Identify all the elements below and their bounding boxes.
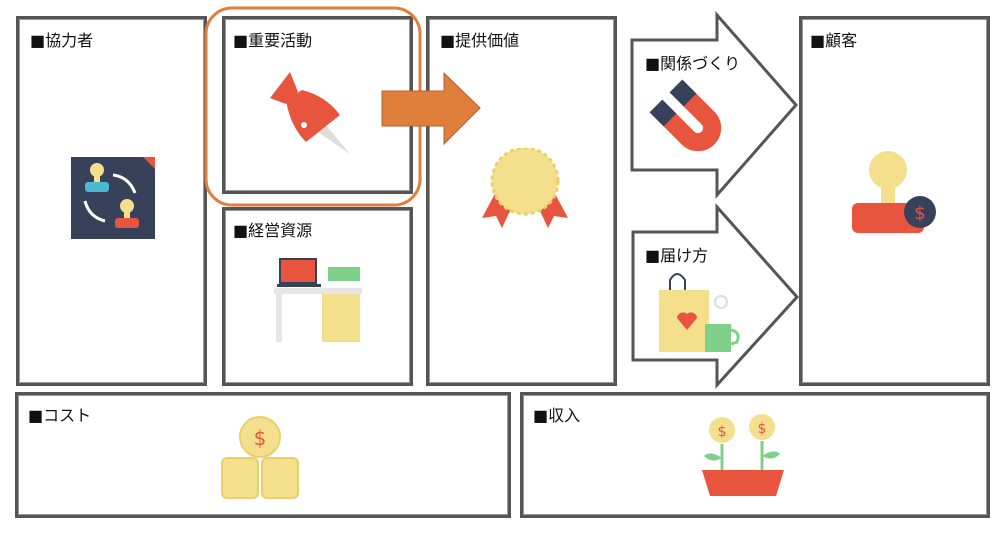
flow-arrow: [381, 71, 481, 146]
cost-label: ■コスト: [28, 406, 92, 425]
shopping-bag-cup-icon: [659, 273, 740, 352]
svg-text:$: $: [758, 421, 767, 437]
desk-icon: [274, 258, 362, 342]
revenue-label: ■収入: [533, 406, 581, 425]
relationships-arrow: [630, 11, 798, 199]
money-plant-icon: $ $: [702, 414, 784, 496]
revenue-block: [520, 392, 990, 518]
value-label: ■提供価値: [440, 31, 520, 50]
activities-label: ■重要活動: [233, 31, 313, 50]
svg-text:$: $: [718, 424, 727, 440]
pushpin-icon: [270, 72, 350, 154]
resources-label: ■経営資源: [233, 221, 313, 240]
customer-money-icon: $: [852, 151, 936, 233]
key-resources-block: [222, 207, 413, 386]
channels-label: ■届け方: [645, 246, 709, 265]
svg-text:$: $: [914, 203, 925, 224]
svg-text:$: $: [254, 426, 267, 450]
award-badge-icon: [482, 148, 568, 228]
relationships-label: ■関係づくり: [645, 54, 741, 73]
customers-label: ■顧客: [810, 31, 858, 50]
coins-icon: $: [221, 416, 299, 499]
magnet-icon: [649, 79, 722, 152]
partners-exchange-icon: [71, 157, 155, 239]
partners-label: ■協力者: [30, 31, 94, 50]
